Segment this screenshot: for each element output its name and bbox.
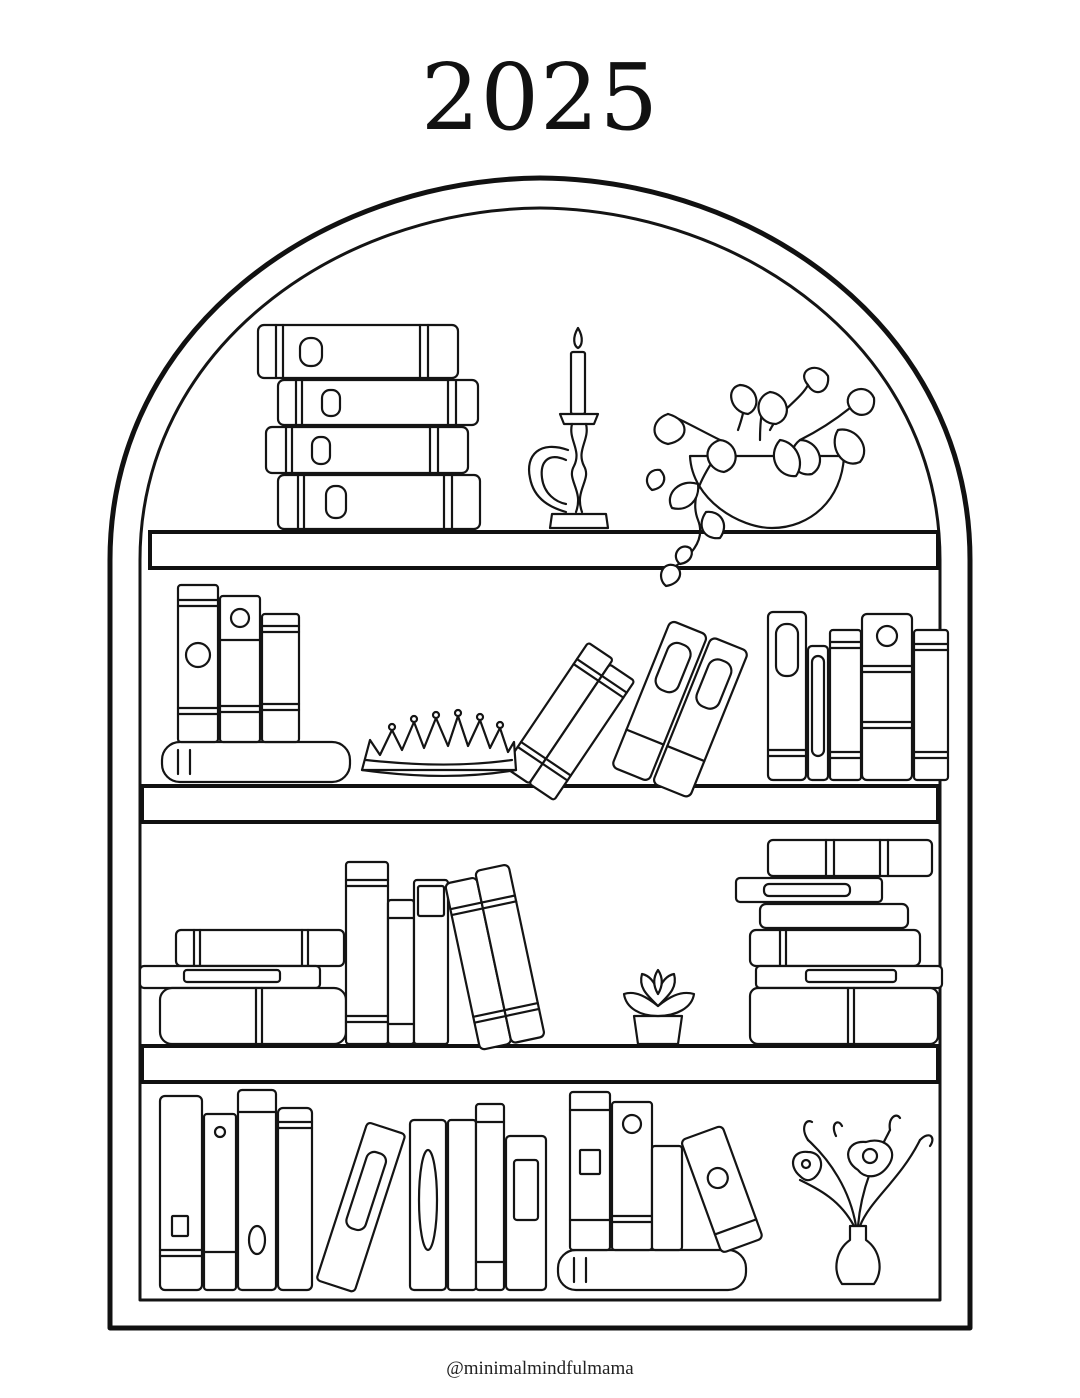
books-shelf-4 [158,1088,763,1293]
shelf-boards [140,530,940,1084]
potted-monstera-icon [645,366,876,588]
books-shelf-2 [160,583,950,801]
page-title: 2025 [420,44,660,151]
author-credit: @minimalmindfulmama [446,1358,634,1379]
candlestick-icon [527,326,610,530]
bookshelf-frame [107,175,973,1331]
succulent-icon [622,968,696,1046]
tiara-icon [360,708,518,778]
flower-vase-icon [791,1114,934,1286]
book-stack-icon [256,323,482,531]
books-shelf-3 [138,838,944,1051]
